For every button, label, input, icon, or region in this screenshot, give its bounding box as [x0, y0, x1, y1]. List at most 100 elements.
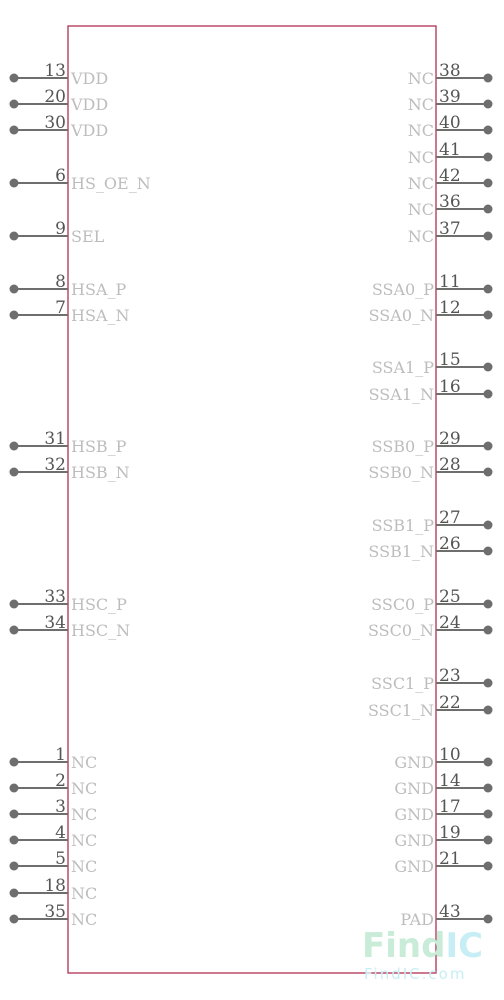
pin-end-dot [9, 888, 19, 898]
pin-name-label: SSC1_P [371, 674, 434, 693]
pin-number: 36 [439, 192, 461, 212]
pin-end-dot [9, 599, 19, 609]
pin-name-label: SEL [71, 227, 105, 246]
pin-name-label: HSB_P [71, 437, 127, 456]
left-pin: 33 HSC_P [9, 587, 127, 614]
pin-end-dot [483, 362, 493, 372]
left-pin: 9 SEL [9, 219, 105, 246]
pin-number: 30 [44, 113, 66, 133]
pin-name-label: NC [71, 831, 97, 850]
pin-name-label: VDD [70, 95, 108, 114]
pin-end-dot [9, 757, 19, 767]
pin-number: 9 [55, 219, 66, 239]
watermark-url-text: FindIC.com [364, 965, 466, 983]
pin-end-dot [9, 861, 19, 871]
findic-watermark: FindIC FindIC.com [362, 926, 483, 983]
pin-end-dot [483, 204, 493, 214]
pin-name-label: NC [408, 148, 434, 167]
pin-name-label: HSC_N [71, 621, 130, 640]
pin-name-label: SSA1_N [369, 385, 434, 404]
pin-name-label: NC [71, 884, 97, 903]
pin-end-dot [9, 835, 19, 845]
pin-end-dot [483, 389, 493, 399]
pin-number: 33 [44, 587, 66, 607]
pin-end-dot [483, 783, 493, 793]
pin-name-label: HSA_P [71, 280, 126, 299]
pin-name-label: SSA0_P [372, 280, 434, 299]
pin-number: 29 [439, 429, 461, 449]
pin-end-dot [9, 809, 19, 819]
pin-end-dot [483, 152, 493, 162]
pin-number: 31 [44, 429, 66, 449]
pin-end-dot [9, 99, 19, 109]
pin-number: 28 [439, 455, 461, 475]
pin-number: 3 [55, 797, 66, 817]
pin-end-dot [483, 861, 493, 871]
pin-number: 19 [439, 823, 461, 843]
pin-end-dot [483, 809, 493, 819]
right-pin-group: 38NC39NC40NC41NC42NC36NC37NC11SSA0_P12SS… [368, 61, 493, 929]
pin-name-label: HS_OE_N [71, 174, 151, 193]
pin-name-label: NC [408, 227, 434, 246]
pin-end-dot [483, 284, 493, 294]
pin-end-dot [483, 231, 493, 241]
pin-number: 38 [439, 61, 461, 81]
pin-number: 1 [55, 745, 66, 765]
right-pin: 42 NC [408, 166, 493, 193]
pin-number: 17 [439, 797, 461, 817]
pin-end-dot [483, 914, 493, 924]
pin-end-dot [9, 310, 19, 320]
right-pin: 17 GND [394, 797, 493, 824]
pin-end-dot [483, 441, 493, 451]
pin-name-label: GND [394, 805, 434, 824]
watermark-find-text: Find [362, 926, 445, 966]
pin-name-label: VDD [70, 121, 108, 140]
pin-number: 23 [439, 666, 461, 686]
pin-end-dot [9, 467, 19, 477]
pin-end-dot [9, 625, 19, 635]
pin-number: 26 [439, 534, 461, 554]
pin-name-label: SSC0_N [368, 621, 434, 640]
right-pin: 16 SSA1_N [369, 377, 493, 404]
pin-end-dot [483, 125, 493, 135]
pin-number: 42 [439, 166, 461, 186]
pin-number: 7 [55, 298, 66, 318]
pin-name-label: SSC1_N [368, 701, 434, 720]
pin-end-dot [483, 99, 493, 109]
pin-end-dot [483, 310, 493, 320]
component-body-outline [67, 25, 437, 974]
pin-end-dot [9, 783, 19, 793]
pin-end-dot [483, 678, 493, 688]
pin-number: 10 [439, 745, 461, 765]
pin-end-dot [9, 441, 19, 451]
pin-name-label: HSC_P [71, 595, 127, 614]
pin-name-label: NC [408, 174, 434, 193]
pin-number: 16 [439, 377, 461, 397]
pin-number: 43 [439, 902, 461, 922]
pin-end-dot [483, 73, 493, 83]
